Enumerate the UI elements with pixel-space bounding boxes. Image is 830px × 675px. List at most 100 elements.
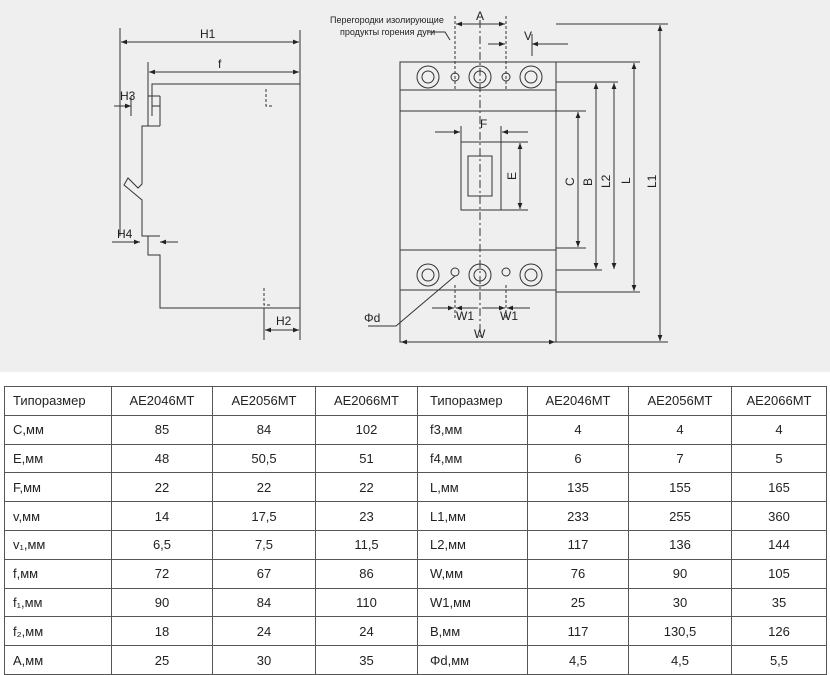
value-cell: 136 bbox=[628, 529, 732, 560]
value-cell: 5 bbox=[731, 443, 827, 474]
header-model: AE2056MT bbox=[628, 386, 732, 416]
side-view bbox=[112, 28, 301, 340]
value-cell: 18 bbox=[111, 616, 213, 647]
value-cell: 165 bbox=[731, 472, 827, 503]
label-phi-d: Φd bbox=[364, 311, 380, 325]
value-cell: 110 bbox=[315, 587, 418, 618]
param-label-cell: f,мм bbox=[4, 558, 112, 589]
value-cell: 22 bbox=[111, 472, 213, 503]
value-cell: 4 bbox=[527, 414, 629, 445]
value-cell: 50,5 bbox=[212, 443, 316, 474]
value-cell: 255 bbox=[628, 501, 732, 531]
label-l1: L1 bbox=[645, 174, 659, 188]
value-cell: 84 bbox=[212, 414, 316, 445]
value-cell: 17,5 bbox=[212, 501, 316, 531]
value-cell: 155 bbox=[628, 472, 732, 503]
value-cell: 4 bbox=[731, 414, 827, 445]
label-l: L bbox=[619, 177, 633, 184]
label-f-upper: F bbox=[480, 117, 487, 131]
value-cell: 6 bbox=[527, 443, 629, 474]
label-c: C bbox=[563, 177, 577, 186]
partition-note-line2: продукты горения дуги bbox=[340, 27, 435, 37]
value-cell: 76 bbox=[527, 558, 629, 589]
value-cell: 5,5 bbox=[731, 645, 827, 675]
value-cell: 126 bbox=[731, 616, 827, 647]
param-label-cell: L2,мм bbox=[417, 529, 528, 560]
label-b: B bbox=[581, 178, 595, 186]
drawing-panel: H1 f H3 H4 H2 Перегородки изолирующие пр… bbox=[0, 0, 830, 372]
param-label-cell: A,мм bbox=[4, 645, 112, 675]
label-e: E bbox=[505, 172, 519, 180]
value-cell: 4 bbox=[628, 414, 732, 445]
value-cell: 23 bbox=[315, 501, 418, 531]
header-model: AE2056MT bbox=[212, 386, 316, 416]
label-v: V bbox=[524, 29, 532, 43]
label-h2: H2 bbox=[276, 314, 292, 328]
param-label-cell: f₁,мм bbox=[4, 587, 112, 618]
value-cell: 67 bbox=[212, 558, 316, 589]
label-w: W bbox=[474, 327, 486, 341]
label-w1-left: W1 bbox=[456, 309, 474, 323]
value-cell: 22 bbox=[315, 472, 418, 503]
value-cell: 102 bbox=[315, 414, 418, 445]
value-cell: 35 bbox=[731, 587, 827, 618]
value-cell: 4,5 bbox=[527, 645, 629, 675]
value-cell: 24 bbox=[315, 616, 418, 647]
value-cell: 22 bbox=[212, 472, 316, 503]
value-cell: 105 bbox=[731, 558, 827, 589]
param-label-cell: W,мм bbox=[417, 558, 528, 589]
param-label-cell: W1,мм bbox=[417, 587, 528, 618]
param-label-cell: v,мм bbox=[4, 501, 112, 531]
param-label-cell: B,мм bbox=[417, 616, 528, 647]
header-size-label: Типоразмер bbox=[417, 386, 528, 416]
param-label-cell: Φd,мм bbox=[417, 645, 528, 675]
param-label-cell: v₁,мм bbox=[4, 529, 112, 560]
value-cell: 84 bbox=[212, 587, 316, 618]
value-cell: 51 bbox=[315, 443, 418, 474]
label-a: A bbox=[476, 9, 484, 23]
dimension-drawing: H1 f H3 H4 H2 Перегородки изолирующие пр… bbox=[112, 9, 668, 345]
value-cell: 35 bbox=[315, 645, 418, 675]
header-model: AE2046MT bbox=[527, 386, 629, 416]
header-model: AE2066MT bbox=[315, 386, 418, 416]
label-l2: L2 bbox=[599, 174, 613, 188]
value-cell: 117 bbox=[527, 529, 629, 560]
param-label-cell: C,мм bbox=[4, 414, 112, 445]
param-label-cell: L1,мм bbox=[417, 501, 528, 531]
value-cell: 4,5 bbox=[628, 645, 732, 675]
value-cell: 360 bbox=[731, 501, 827, 531]
value-cell: 7,5 bbox=[212, 529, 316, 560]
value-cell: 135 bbox=[527, 472, 629, 503]
front-view bbox=[368, 16, 668, 345]
value-cell: 24 bbox=[212, 616, 316, 647]
value-cell: 86 bbox=[315, 558, 418, 589]
param-label-cell: f3,мм bbox=[417, 414, 528, 445]
value-cell: 48 bbox=[111, 443, 213, 474]
param-label-cell: f₂,мм bbox=[4, 616, 112, 647]
param-label-cell: f4,мм bbox=[417, 443, 528, 474]
value-cell: 90 bbox=[628, 558, 732, 589]
value-cell: 117 bbox=[527, 616, 629, 647]
header-model: AE2046MT bbox=[111, 386, 213, 416]
value-cell: 14 bbox=[111, 501, 213, 531]
partition-note-line1: Перегородки изолирующие bbox=[330, 15, 444, 25]
header-model: AE2066MT bbox=[731, 386, 827, 416]
param-label-cell: F,мм bbox=[4, 472, 112, 503]
label-h3: H3 bbox=[120, 89, 136, 103]
label-h1: H1 bbox=[200, 27, 216, 41]
value-cell: 6,5 bbox=[111, 529, 213, 560]
value-cell: 30 bbox=[628, 587, 732, 618]
value-cell: 144 bbox=[731, 529, 827, 560]
label-h4: H4 bbox=[117, 227, 133, 241]
param-label-cell: E,мм bbox=[4, 443, 112, 474]
value-cell: 25 bbox=[111, 645, 213, 675]
